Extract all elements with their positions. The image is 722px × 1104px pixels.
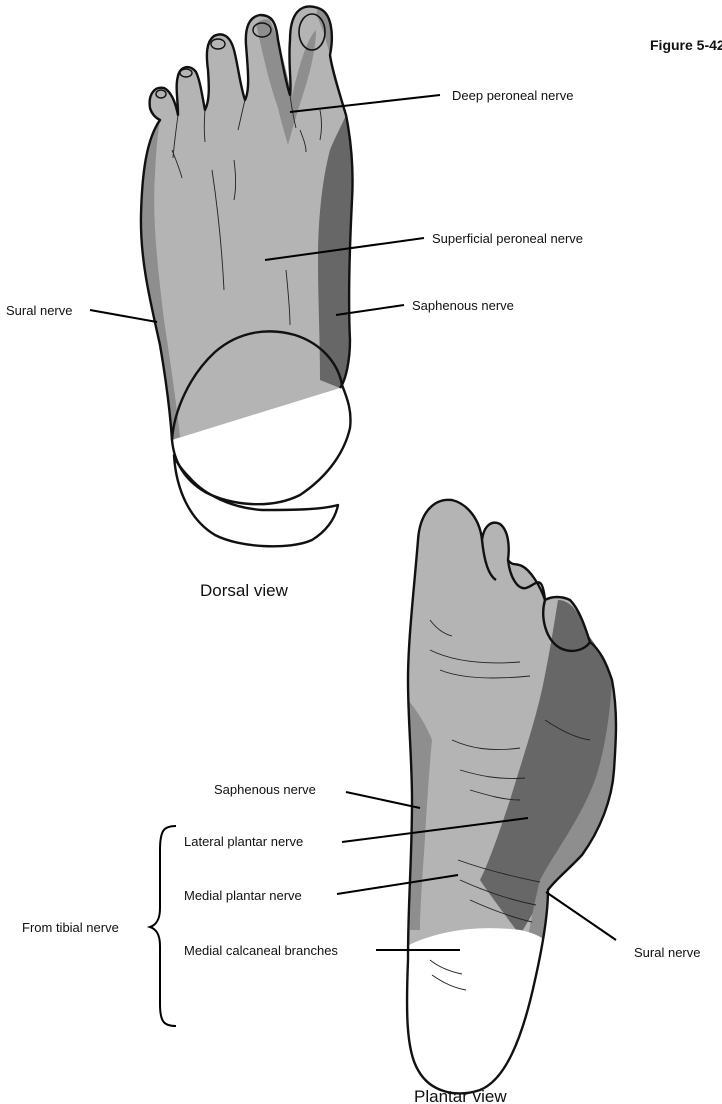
plantar-foot (407, 500, 616, 1094)
dorsal-foot (141, 6, 353, 546)
label-sural-nerve-dorsal: Sural nerve (6, 303, 72, 318)
dorsal-heel-underside (174, 455, 338, 546)
label-medial-plantar-nerve: Medial plantar nerve (184, 888, 302, 903)
label-medial-calcaneal-branches: Medial calcaneal branches (184, 943, 338, 958)
label-deep-peroneal-nerve: Deep peroneal nerve (452, 88, 573, 103)
label-sural-nerve-plantar: Sural nerve (634, 945, 700, 960)
plantar-view-label: Plantar view (414, 1087, 507, 1104)
label-saphenous-nerve-plantar: Saphenous nerve (214, 782, 316, 797)
plantar-heel-region (408, 928, 545, 1093)
label-from-tibial-nerve: From tibial nerve (22, 920, 119, 935)
label-superficial-peroneal-nerve: Superficial peroneal nerve (432, 231, 583, 246)
dorsal-view-label: Dorsal view (200, 581, 289, 600)
figure-label: Figure 5-42 (650, 37, 722, 53)
label-saphenous-nerve-dorsal: Saphenous nerve (412, 298, 514, 313)
label-lateral-plantar-nerve: Lateral plantar nerve (184, 834, 303, 849)
